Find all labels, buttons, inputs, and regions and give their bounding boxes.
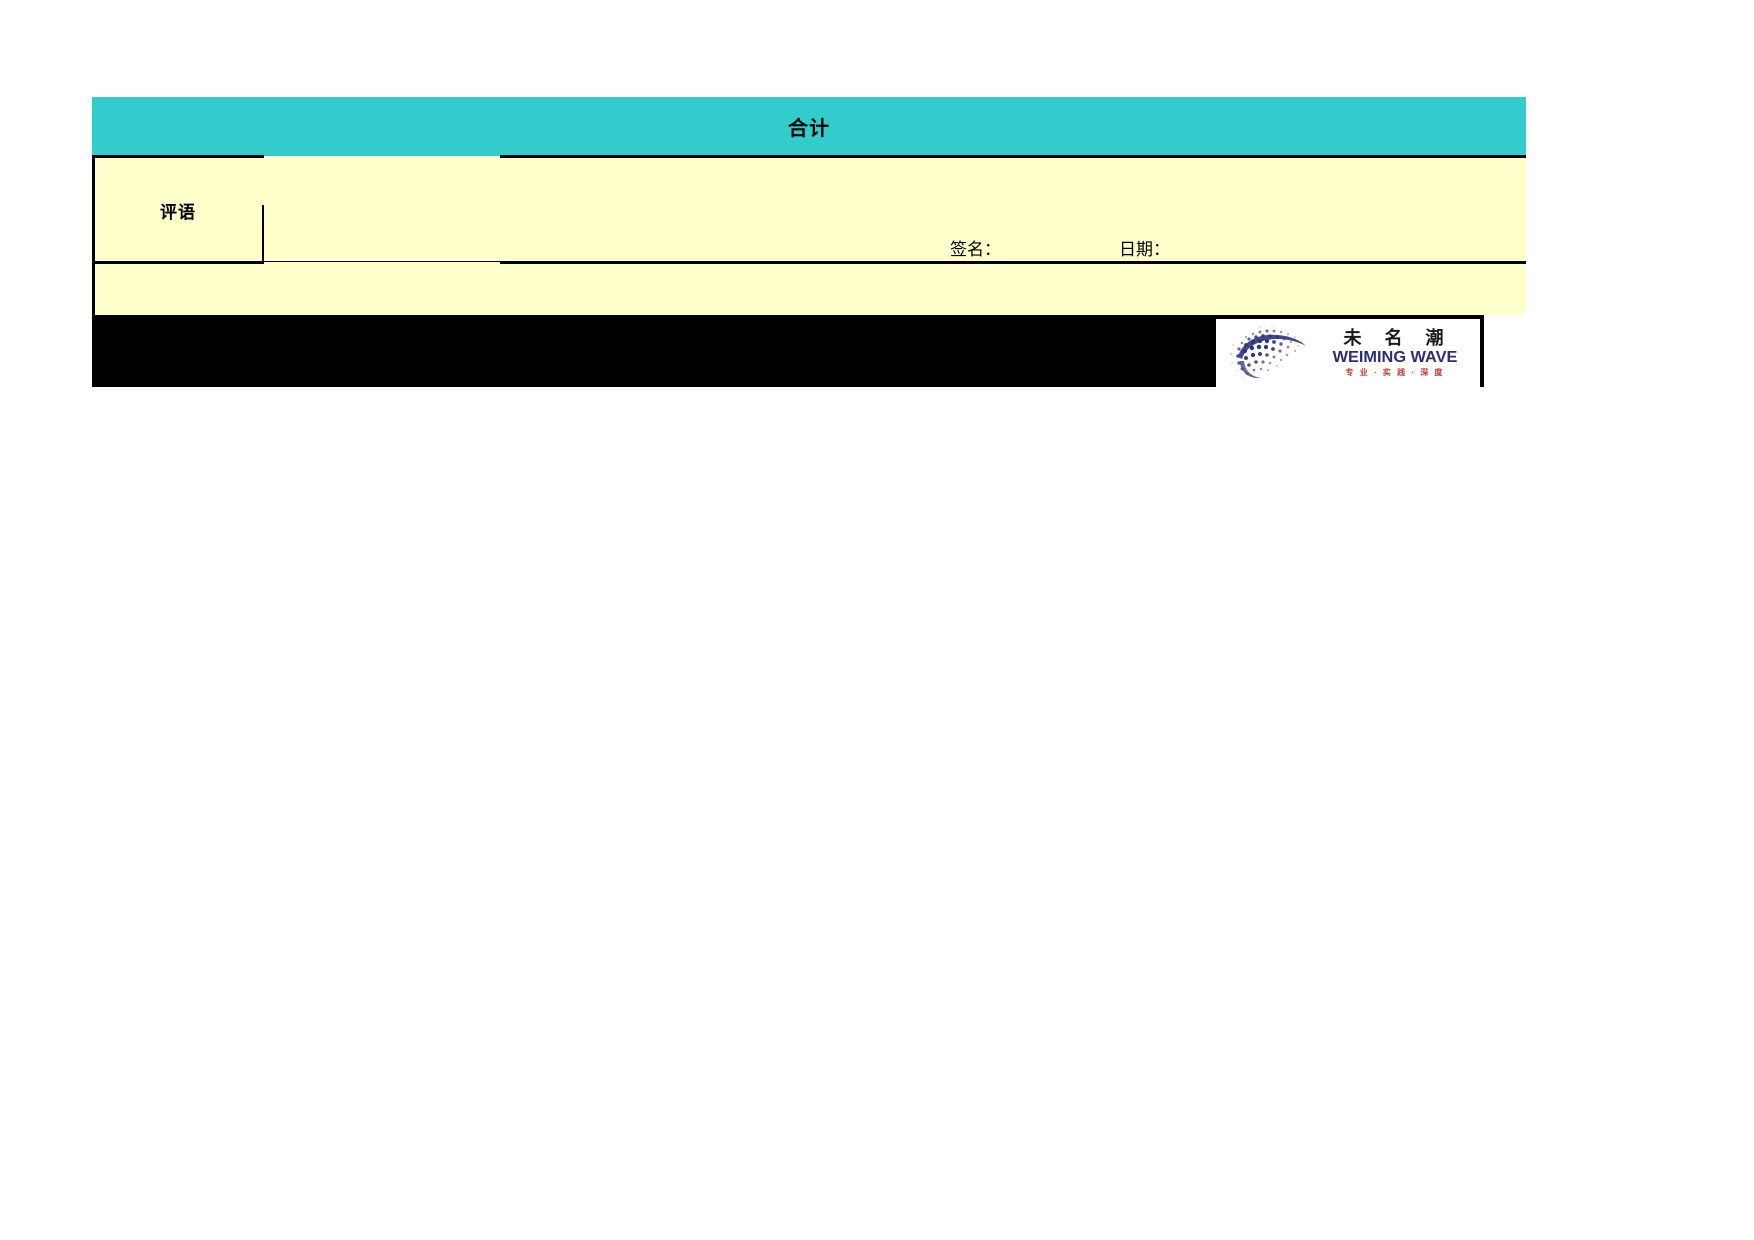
- comment-top-rule-left: [92, 155, 264, 158]
- comment-column-divider: [262, 205, 264, 263]
- logo-slogan: 专 业 · 实 践 · 深 度: [1345, 368, 1445, 377]
- date-label: 日期：: [1119, 239, 1170, 259]
- swirl-dots-wave-logo-icon: [1216, 321, 1312, 385]
- comment-bottom-rule-mid: [264, 261, 500, 262]
- comment-band: [92, 156, 1526, 315]
- total-header-band: 合计: [92, 97, 1526, 156]
- comment-top-rule-right: [500, 155, 1526, 158]
- comment-bottom-rule-left: [92, 261, 264, 264]
- total-header-label: 合计: [788, 118, 830, 140]
- logo-name-cn: 未 名 潮: [1343, 328, 1453, 348]
- comment-bottom-rule-right: [500, 261, 1526, 264]
- company-logo: 未 名 潮 WEIMING WAVE 专 业 · 实 践 · 深 度: [1216, 319, 1480, 387]
- signature-date-row: 签名： 日期：: [950, 233, 1170, 261]
- logo-name-en: WEIMING WAVE: [1332, 349, 1458, 366]
- signature-label: 签名：: [950, 239, 1001, 259]
- comment-label: 评语: [160, 202, 196, 222]
- logo-text-block: 未 名 潮 WEIMING WAVE 专 业 · 实 践 · 深 度: [1312, 329, 1480, 377]
- sheet-left-border: [92, 156, 95, 315]
